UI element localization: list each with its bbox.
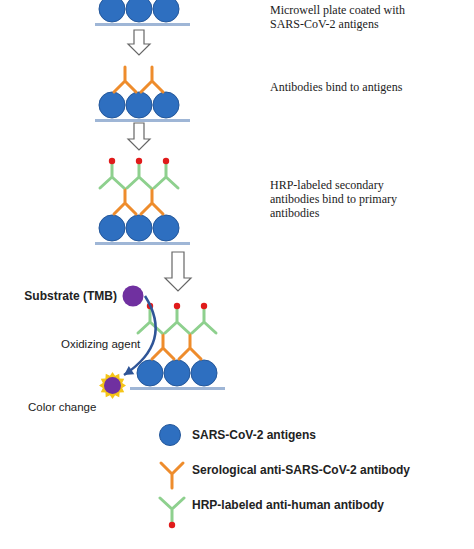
antigen [164, 360, 190, 386]
edge-label: Oxidizing agent [50, 337, 140, 351]
step-arrow [165, 252, 191, 291]
secondary-antibody [138, 303, 162, 333]
antigen [99, 0, 125, 22]
secondary-antibody [154, 158, 178, 188]
microwell-plate [95, 119, 190, 122]
node-text: HRP-labeled secondary antibodies bind to… [270, 178, 412, 220]
oxidized-substrate-dot [104, 377, 121, 394]
substrate-circle: Substrate (TMB) [122, 285, 144, 307]
step-arrow [128, 30, 150, 55]
antigen [153, 92, 179, 118]
legend-antibody-sample [160, 498, 184, 528]
antigen [137, 360, 163, 386]
primary-antibody [152, 334, 174, 359]
antigen [191, 360, 217, 386]
antigen [126, 92, 152, 118]
primary-antibody [179, 334, 201, 359]
color-burst [99, 372, 126, 399]
antigen [126, 0, 152, 22]
antigen [153, 215, 179, 241]
color-change-circle: Color change [99, 372, 126, 399]
node-text: Antibodies bind to antigens [270, 80, 412, 94]
legend-swatch [159, 424, 181, 446]
secondary-antibody [192, 303, 216, 333]
reaction-arrow [124, 296, 156, 375]
step-arrow [128, 123, 150, 150]
step-panel: Antibodies bind to antigens [95, 55, 465, 123]
step-panel: Microwell plate coated with SARS-CoV-2 a… [95, 0, 465, 30]
legend-text: SARS-CoV-2 antigens [192, 428, 316, 442]
legend-text: HRP-labeled anti-human antibody [192, 498, 384, 512]
reaction-curve [124, 296, 156, 375]
node-text: Color change [28, 400, 108, 414]
antigen [99, 92, 125, 118]
antigen [153, 0, 179, 22]
antigen [99, 215, 125, 241]
substrate-dot [123, 286, 144, 307]
node-outline [99, 372, 126, 399]
secondary-antibody [127, 158, 151, 188]
step-panel: HRP-labeled secondary antibodies bind to… [95, 150, 465, 248]
arrow-head [124, 366, 134, 375]
secondary-antibody [165, 303, 189, 333]
primary-antibody [114, 189, 136, 214]
secondary-antibody [100, 158, 124, 188]
microwell-plate [130, 387, 225, 390]
node-outline [122, 285, 144, 307]
primary-antibody [141, 189, 163, 214]
node-text: Microwell plate coated with SARS-CoV-2 a… [270, 3, 412, 31]
microwell-plate [95, 242, 190, 245]
microwell-plate [95, 23, 190, 26]
legend-antibody-sample [161, 463, 183, 488]
node-text: Substrate (TMB) [17, 289, 117, 303]
antigen [126, 215, 152, 241]
primary-antibody [114, 67, 136, 92]
primary-antibody [141, 67, 163, 92]
legend-text: Serological anti-SARS-CoV-2 antibody [192, 463, 410, 477]
